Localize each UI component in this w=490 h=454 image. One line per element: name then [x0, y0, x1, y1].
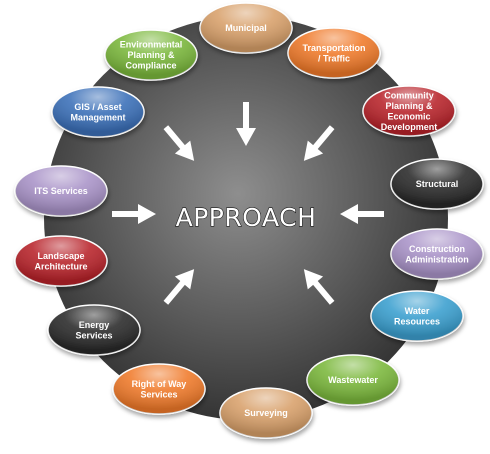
node-label: Community — [384, 90, 434, 100]
node-label: Surveying — [244, 408, 288, 418]
node-label: Transportation — [302, 43, 365, 53]
node-transportation-traffic: Transportation/ Traffic — [287, 27, 381, 79]
node-label: Wastewater — [328, 375, 378, 385]
center-label: APPROACH — [176, 203, 317, 232]
node-gloss — [371, 291, 463, 341]
node-label: / Traffic — [318, 53, 350, 63]
node-gloss — [363, 86, 455, 136]
node-gloss — [105, 30, 197, 80]
node-label: Services — [75, 330, 112, 340]
node-gloss — [113, 364, 205, 414]
node-gloss — [52, 87, 144, 137]
node-surveying: Surveying — [219, 387, 313, 439]
node-label: Construction — [409, 244, 465, 254]
node-label: Resources — [394, 316, 440, 326]
node-label: Compliance — [125, 61, 176, 71]
node-its-services: ITS Services — [14, 165, 108, 217]
node-label: Management — [70, 112, 125, 122]
node-gloss — [48, 305, 140, 355]
node-label: Environmental — [120, 40, 183, 50]
node-label: Development — [381, 122, 438, 132]
node-label: Water — [405, 306, 430, 316]
node-label: Administration — [405, 254, 469, 264]
node-gloss — [15, 166, 107, 216]
node-label: ITS Services — [34, 186, 88, 196]
node-label: Structural — [416, 179, 459, 189]
node-gloss — [391, 159, 483, 209]
node-label: Planning & — [128, 50, 176, 60]
node-gloss — [15, 236, 107, 286]
node-label: Architecture — [34, 261, 87, 271]
node-gloss — [200, 3, 292, 53]
node-structural: Structural — [390, 158, 484, 210]
node-gloss — [220, 388, 312, 438]
node-label: GIS / Asset — [74, 102, 121, 112]
node-label: Landscape — [37, 251, 84, 261]
node-municipal: Municipal — [199, 2, 293, 54]
node-label: Services — [140, 389, 177, 399]
node-wastewater: Wastewater — [306, 354, 400, 406]
node-label: Economic — [387, 111, 430, 121]
central-circle — [44, 16, 448, 420]
node-label: Planning & — [386, 101, 434, 111]
node-gloss — [288, 28, 380, 78]
node-gloss — [391, 229, 483, 279]
node-label: Municipal — [225, 23, 267, 33]
node-label: Energy — [79, 320, 110, 330]
node-gloss — [307, 355, 399, 405]
node-label: Right of Way — [132, 379, 187, 389]
